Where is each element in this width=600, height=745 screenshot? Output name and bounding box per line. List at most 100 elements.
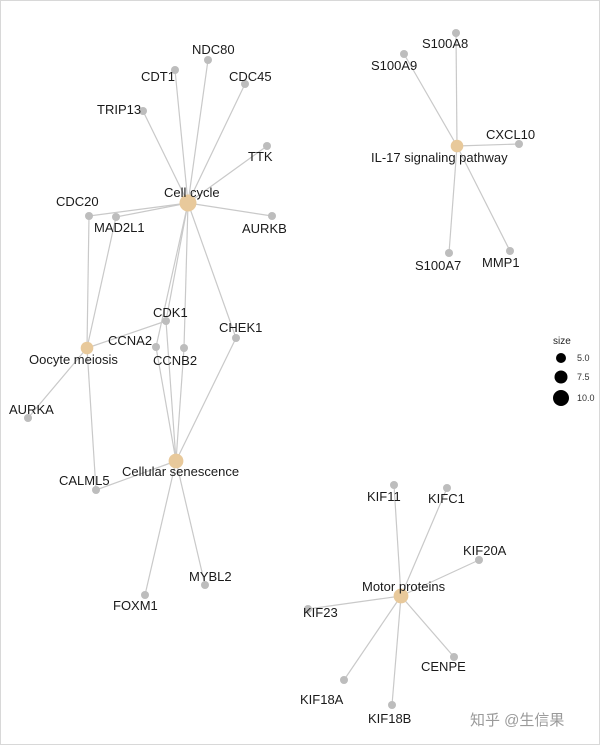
edge-cellular_senescence-MYBL2 bbox=[175, 460, 206, 586]
gene-label-ccna2: CCNA2 bbox=[108, 333, 152, 348]
term-node-motor-proteins bbox=[393, 588, 409, 604]
gene-label-s100a9: S100A9 bbox=[371, 58, 417, 73]
gene-label-ttk: TTK bbox=[248, 149, 273, 164]
term-label-il17: IL-17 signaling pathway bbox=[371, 150, 508, 165]
gene-label-foxm1: FOXM1 bbox=[113, 598, 158, 613]
gene-node-cdt1 bbox=[171, 66, 179, 74]
edge-cell_cycle-AURKB bbox=[187, 202, 273, 217]
edge-oocyte_meiosis-CDC20 bbox=[86, 215, 90, 349]
gene-node-ccnb2 bbox=[180, 344, 188, 352]
edge-oocyte_meiosis-CALML5 bbox=[86, 347, 97, 491]
edge-oocyte_meiosis-MAD2L1 bbox=[86, 216, 117, 349]
term-label-motor-proteins: Motor proteins bbox=[362, 579, 446, 594]
term-label-cell-cycle: Cell cycle bbox=[164, 185, 220, 200]
edge-motor_proteins-KIF20A bbox=[400, 559, 480, 597]
edge-motor_proteins-KIF18B bbox=[391, 595, 402, 706]
gene-node-kif23 bbox=[304, 605, 312, 613]
edge-layer bbox=[27, 32, 520, 706]
gene-label-s100a7: S100A7 bbox=[415, 258, 461, 273]
edge-cell_cycle-CDC45 bbox=[187, 83, 246, 204]
gene-node-calml5 bbox=[92, 486, 100, 494]
gene-label-chek1: CHEK1 bbox=[219, 320, 262, 335]
gene-label-cdk1: CDK1 bbox=[153, 305, 188, 320]
term-label-oocyte-meiosis: Oocyte meiosis bbox=[29, 352, 118, 367]
gene-label-cxcl10: CXCL10 bbox=[486, 127, 535, 142]
gene-node-kif20a bbox=[475, 556, 483, 564]
legend-dot-large bbox=[553, 390, 569, 406]
edge-cell_cycle-CDC20 bbox=[88, 202, 189, 217]
gene-node-cxcl10 bbox=[515, 140, 523, 148]
edge-oocyte_meiosis-AURKA bbox=[27, 347, 88, 419]
gene-node-aurka bbox=[24, 414, 32, 422]
edge-cellular_senescence-CCNA2 bbox=[155, 346, 177, 462]
gene-label-cdc45: CDC45 bbox=[229, 69, 272, 84]
gene-node-kif11 bbox=[390, 481, 398, 489]
gene-node-ndc80 bbox=[204, 56, 212, 64]
gene-node-kif18b bbox=[388, 701, 396, 709]
edge-cell_cycle-TRIP13 bbox=[142, 110, 189, 204]
edge-il17-S100A9 bbox=[403, 53, 458, 147]
gene-label-ndc80: NDC80 bbox=[192, 42, 235, 57]
term-label-cellular-senescence: Cellular senescence bbox=[122, 464, 239, 479]
gene-label-kifc1: KIFC1 bbox=[428, 491, 465, 506]
gene-label-kif18a: KIF18A bbox=[300, 692, 344, 707]
gene-label-ccnb2: CCNB2 bbox=[153, 353, 197, 368]
node-layer bbox=[24, 29, 523, 709]
edge-cellular_senescence-CDK1 bbox=[165, 320, 177, 462]
edge-motor_proteins-KIF23 bbox=[307, 595, 402, 610]
legend-dot-small bbox=[556, 353, 566, 363]
edge-motor_proteins-KIF11 bbox=[393, 484, 402, 597]
gene-node-s100a8 bbox=[452, 29, 460, 37]
edge-il17-MMP1 bbox=[456, 145, 511, 252]
edge-cell_cycle-CDT1 bbox=[174, 69, 189, 204]
gene-node-ccna2 bbox=[152, 343, 160, 351]
gene-node-kif18a bbox=[340, 676, 348, 684]
edge-cellular_senescence-CCNB2 bbox=[175, 347, 185, 462]
gene-label-kif11: KIF11 bbox=[367, 489, 401, 504]
gene-label-mmp1: MMP1 bbox=[482, 255, 520, 270]
legend-label-small: 5.0 bbox=[577, 353, 590, 363]
edge-motor_proteins-CENPE bbox=[400, 595, 455, 658]
legend-title: size bbox=[553, 336, 571, 347]
gene-node-cdc20 bbox=[85, 212, 93, 220]
edge-il17-CXCL10 bbox=[456, 143, 520, 147]
size-legend: size 5.0 7.5 10.0 bbox=[553, 336, 595, 406]
edge-cellular_senescence-CHEK1 bbox=[175, 337, 237, 462]
edge-cell_cycle-CCNA2 bbox=[155, 202, 189, 348]
edge-cell_cycle-MAD2L1 bbox=[115, 202, 189, 218]
edge-motor_proteins-KIF18A bbox=[343, 595, 402, 681]
gene-label-calml5: CALML5 bbox=[59, 473, 110, 488]
gene-label-cdc20: CDC20 bbox=[56, 194, 99, 209]
gene-node-s100a7 bbox=[445, 249, 453, 257]
gene-node-aurkb bbox=[268, 212, 276, 220]
gene-label-aurka: AURKA bbox=[9, 402, 54, 417]
gene-label-trip13: TRIP13 bbox=[97, 102, 141, 117]
term-node-cellular-senescence bbox=[168, 453, 184, 469]
edge-cell_cycle-TTK bbox=[187, 145, 268, 204]
edge-cell_cycle-CDK1 bbox=[165, 202, 189, 322]
gene-node-trip13 bbox=[139, 107, 147, 115]
gene-node-mybl2 bbox=[201, 581, 209, 589]
gene-node-chek1 bbox=[232, 334, 240, 342]
edge-motor_proteins-KIFC1 bbox=[400, 487, 448, 597]
term-node-il17 bbox=[450, 139, 464, 153]
term-node-cell-cycle bbox=[179, 194, 197, 212]
gene-label-mad2l1: MAD2L1 bbox=[94, 220, 145, 235]
edge-cellular_senescence-FOXM1 bbox=[144, 460, 177, 596]
gene-label-kif23: KIF23 bbox=[303, 605, 338, 620]
gene-node-cenpe bbox=[450, 653, 458, 661]
gene-label-kif18b: KIF18B bbox=[368, 711, 411, 726]
gene-label-kif20a: KIF20A bbox=[463, 543, 507, 558]
edge-oocyte_meiosis-CDK1 bbox=[86, 320, 167, 349]
legend-label-medium: 7.5 bbox=[577, 372, 590, 382]
gene-label-cdt1: CDT1 bbox=[141, 69, 175, 84]
gene-node-foxm1 bbox=[141, 591, 149, 599]
edge-il17-S100A8 bbox=[455, 32, 458, 147]
gene-label-mybl2: MYBL2 bbox=[189, 569, 232, 584]
watermark: 知乎 @生信果 bbox=[470, 712, 564, 729]
term-node-oocyte-meiosis bbox=[80, 341, 94, 355]
legend-label-large: 10.0 bbox=[577, 393, 595, 403]
gene-label-aurkb: AURKB bbox=[242, 221, 287, 236]
